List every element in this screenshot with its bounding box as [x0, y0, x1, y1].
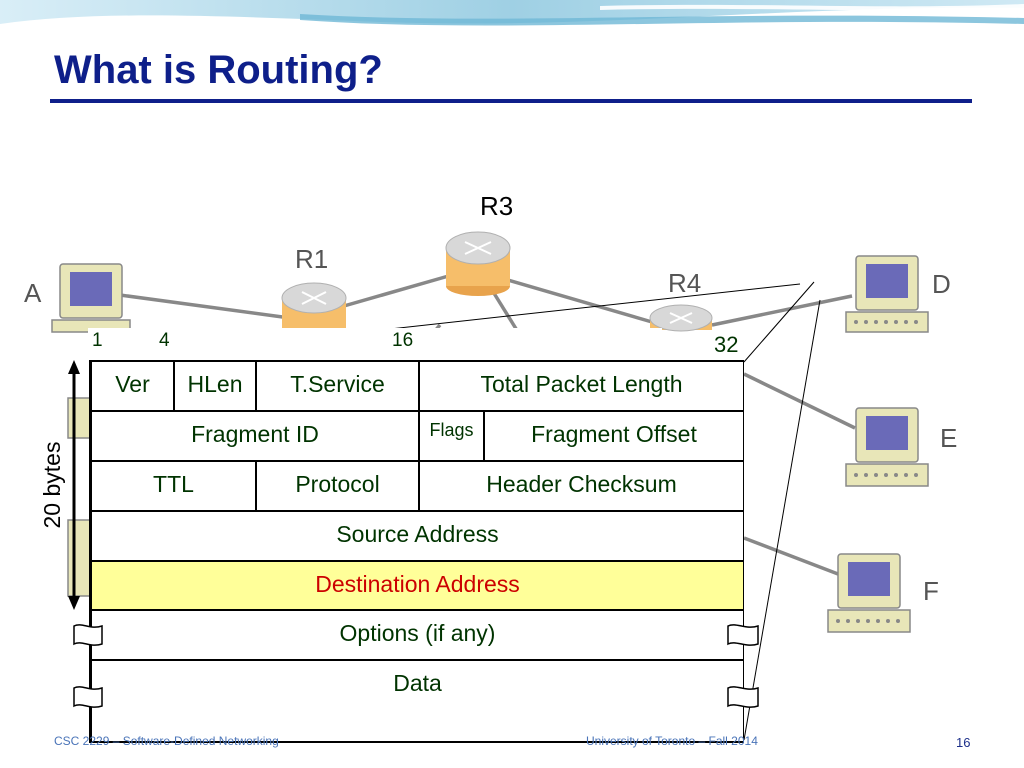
host-f-computer-icon: [827, 553, 911, 633]
router-r3-icon: [445, 231, 511, 296]
router-label-r4: R4: [668, 268, 702, 298]
field-header-length: HLen: [175, 362, 257, 410]
link-r4-d: [711, 294, 853, 327]
host-label-a: A: [24, 278, 42, 308]
break-marker-left-options: [73, 624, 103, 646]
field-header-checksum: Header Checksum: [486, 471, 677, 497]
field-ttl: TTL: [92, 462, 257, 510]
header-size-arrow: [68, 360, 80, 610]
router-label-r3: R3: [480, 191, 514, 221]
slide-title: What is Routing?: [54, 48, 383, 92]
header-row-7: Data: [92, 661, 743, 741]
host-e-computer-icon: [845, 407, 929, 487]
link-a-r1: [119, 293, 291, 320]
break-marker-right-options: [727, 624, 759, 646]
field-source-address: Source Address: [336, 521, 499, 547]
field-version: Ver: [92, 362, 175, 410]
bit-position-32: 32: [714, 332, 739, 357]
bit-positions-background-right: [662, 333, 742, 360]
footer-course: CSC 2229 – Software-Defined Networking: [54, 734, 279, 748]
field-type-of-service: T.Service: [257, 362, 420, 410]
bit-position-1: 1: [92, 330, 103, 351]
link-r3-r4: [507, 278, 653, 324]
field-data: Data: [393, 670, 442, 696]
link-r3-down: [490, 289, 520, 333]
page-number: 16: [956, 735, 971, 750]
bit-position-16: 16: [392, 330, 414, 351]
router-r1-icon: [281, 282, 347, 328]
bit-position-4: 4: [159, 330, 170, 351]
bit-positions-background: [88, 328, 662, 360]
break-marker-right-data: [727, 686, 759, 708]
header-row-5-highlighted: Destination Address: [92, 562, 743, 611]
title-underline: [50, 99, 972, 103]
header-row-6: Options (if any): [92, 611, 743, 661]
header-row-2: Fragment ID Flags Fragment Offset: [92, 412, 743, 462]
link-to-e: [743, 372, 856, 430]
link-r1-r3: [329, 273, 453, 312]
field-options: Options (if any): [339, 620, 496, 646]
link-to-f: [743, 536, 839, 576]
header-row-1: Ver HLen T.Service Total Packet Length: [92, 362, 743, 412]
host-d-computer-icon: [845, 255, 929, 333]
field-destination-address: Destination Address: [315, 571, 520, 597]
field-flags: Flags: [420, 412, 485, 460]
router-label-r1: R1: [295, 244, 329, 274]
field-protocol: Protocol: [257, 462, 420, 510]
header-wave-decoration: [0, 0, 1024, 26]
field-fragment-offset: Fragment Offset: [531, 421, 697, 447]
header-row-3: TTL Protocol Header Checksum: [92, 462, 743, 512]
break-marker-left-data: [73, 686, 103, 708]
host-label-d: D: [932, 269, 951, 299]
header-size-label: 20 bytes: [39, 441, 65, 529]
host-label-e: E: [940, 423, 958, 453]
field-fragment-id: Fragment ID: [92, 412, 420, 460]
ip-header-table: Ver HLen T.Service Total Packet Length F…: [89, 360, 744, 743]
footer-institution: University of Toronto – Fall 2014: [586, 734, 758, 748]
field-total-length: Total Packet Length: [480, 371, 683, 397]
host-label-f: F: [923, 576, 939, 606]
router-r4-icon: [649, 304, 713, 332]
host-a-computer-icon: [51, 263, 131, 333]
header-row-4: Source Address: [92, 512, 743, 562]
